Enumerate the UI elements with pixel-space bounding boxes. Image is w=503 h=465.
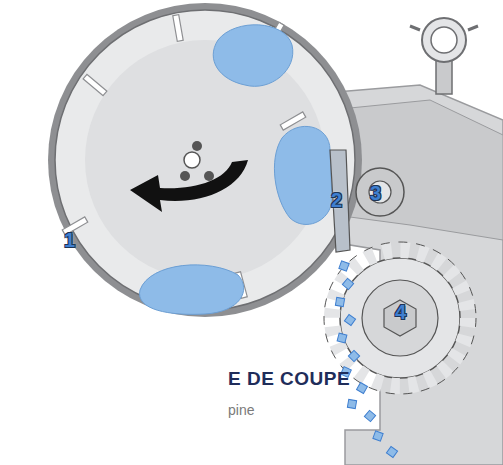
knob-wings <box>410 26 478 30</box>
rotation-arrow <box>130 160 248 212</box>
knob-face <box>431 27 457 53</box>
rotor-nut <box>384 300 416 336</box>
rotor-hub <box>362 280 438 356</box>
cutter-rotor <box>340 258 460 378</box>
drum-hub <box>184 152 200 168</box>
roller <box>356 168 404 216</box>
callout-number: 1 <box>64 230 75 250</box>
roller-hub <box>369 181 391 203</box>
callout-number: 3 <box>370 183 381 203</box>
blade <box>330 150 350 252</box>
cut-cubes <box>335 261 397 458</box>
cutter-teeth <box>332 250 468 386</box>
callout-number: 2 <box>331 190 342 210</box>
subtitle-fragment: pine <box>228 402 254 418</box>
knob <box>422 18 466 62</box>
callout-number: 4 <box>395 302 406 322</box>
drum-bolts <box>180 141 214 181</box>
knob-stem <box>436 60 452 94</box>
drum-rim <box>48 3 362 317</box>
drum-paddles <box>62 15 306 299</box>
section-title: E DE COUPE <box>228 368 350 390</box>
